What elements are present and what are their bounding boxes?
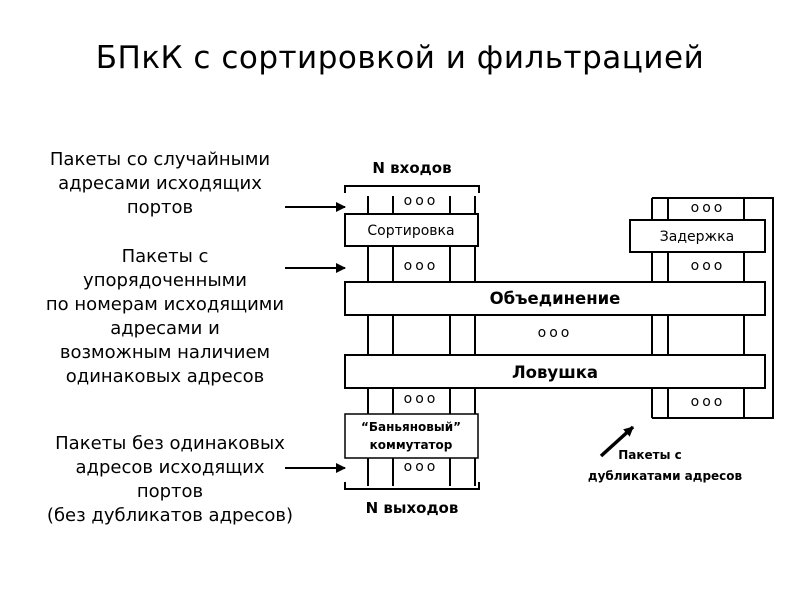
label-arrows (285, 202, 346, 473)
label-line: портов (136, 481, 204, 502)
inputs-label: N входов (372, 159, 451, 177)
dots: ooo (404, 258, 439, 274)
trap-label: Ловушка (512, 363, 598, 382)
dots: ooo (691, 200, 726, 216)
label-line: адресами и (110, 318, 220, 339)
dots: ooo (538, 325, 573, 341)
merge-block: Объединение (344, 281, 766, 316)
label-unique-addresses: Пакеты без одинаковых адресов исходящих … (10, 432, 330, 528)
sorting-block: Сортировка (344, 213, 479, 247)
banyan-switch-block: “Баньяновый” коммутатор (344, 413, 479, 459)
feedback-loop (652, 197, 774, 419)
label-line: одинаковых адресов (65, 366, 265, 387)
duplicates-label-line2: дубликатами адресов (588, 469, 743, 483)
label-line: упорядоченными (83, 270, 247, 291)
page-title: БПкК с сортировкой и фильтрацией (95, 40, 705, 76)
trap-block: Ловушка (344, 354, 766, 389)
label-line: адресов исходящих (75, 457, 265, 478)
sorting-label: Сортировка (367, 223, 454, 239)
outputs-label: N выходов (366, 499, 459, 517)
banyan-label-line1: “Баньяновый” (361, 420, 461, 434)
dots: ooo (404, 459, 439, 475)
label-line: портов (126, 197, 194, 218)
label-line: адресами исходящих (58, 173, 262, 194)
input-brace (344, 185, 480, 193)
label-line: возможным наличием (59, 342, 271, 363)
dots: ooo (404, 391, 439, 407)
merge-label: Объединение (490, 289, 621, 308)
dots: ooo (691, 394, 726, 410)
delay-label: Задержка (660, 229, 734, 245)
duplicates-arrow (599, 425, 635, 458)
output-brace (344, 482, 480, 490)
label-line: Пакеты с (121, 246, 209, 267)
label-line: Пакеты со случайными (49, 149, 271, 170)
label-line: по номерам исходящими (45, 294, 285, 315)
duplicates-label-line1: Пакеты с (618, 448, 682, 462)
label-random-addresses: Пакеты со случайными адресами исходящих … (10, 148, 310, 220)
label-line: (без дубликатов адресов) (46, 505, 294, 526)
delay-block: Задержка (629, 219, 766, 253)
label-ordered-addresses: Пакеты с упорядоченными по номерам исход… (10, 245, 320, 389)
dots: ooo (691, 258, 726, 274)
banyan-label-line2: коммутатор (370, 438, 453, 452)
dots: ooo (404, 193, 439, 209)
label-line: Пакеты без одинаковых (55, 433, 285, 454)
